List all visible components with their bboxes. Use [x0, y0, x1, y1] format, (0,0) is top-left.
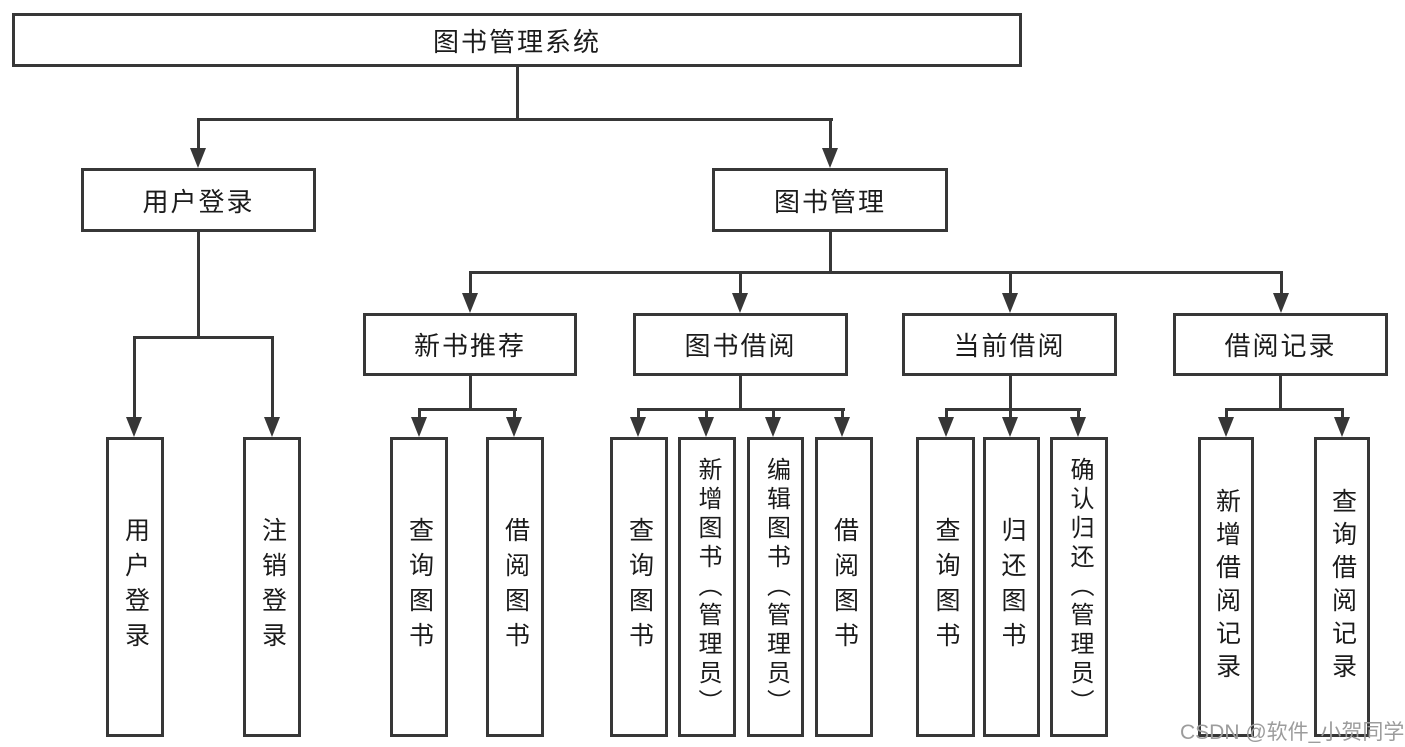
csdn-watermark: CSDN @软件_小贺同学	[1180, 721, 1405, 744]
arrow-down-icon	[822, 148, 838, 168]
arrow-down-icon	[765, 417, 781, 437]
connector-shaft	[1280, 271, 1283, 296]
node-book-management: 图书管理	[712, 168, 948, 232]
connector-shaft	[739, 271, 742, 296]
node-label: 新书推荐	[413, 331, 526, 361]
arrow-down-icon	[630, 417, 646, 437]
leaf-query-borrow-record: 查询借阅记录	[1314, 437, 1370, 737]
connector-shaft	[945, 408, 948, 420]
connector-root-stem	[516, 67, 519, 121]
arrow-down-icon	[732, 293, 748, 313]
leaf-recommend-borrow-books: 借阅图书	[486, 437, 544, 737]
connector-shaft	[197, 118, 200, 150]
arrow-down-icon	[506, 417, 522, 437]
leaf-edit-books-admin: 编辑图书（管理员）	[747, 437, 804, 737]
connector-shaft	[637, 408, 640, 420]
leaf-return-books: 归还图书	[983, 437, 1040, 737]
arrow-down-icon	[264, 417, 280, 437]
node-user-login: 用户登录	[81, 168, 316, 232]
leaf-label: 查询图书	[932, 517, 960, 657]
leaf-label: 借阅图书	[501, 517, 530, 657]
node-new-book-recommendation: 新书推荐	[363, 313, 577, 376]
arrow-down-icon	[1070, 417, 1086, 437]
connector-shaft	[1009, 408, 1012, 420]
leaf-user-login: 用户登录	[106, 437, 164, 737]
connector-shaft	[133, 336, 136, 420]
arrow-down-icon	[1002, 417, 1018, 437]
leaf-label: 查询图书	[625, 517, 654, 657]
connector-rail	[133, 336, 274, 339]
connector-shaft	[1009, 271, 1012, 296]
node-label: 图书借阅	[684, 331, 797, 361]
connector-shaft	[705, 408, 708, 420]
leaf-add-borrow-record: 新增借阅记录	[1198, 437, 1254, 737]
leaf-borrow-query-books: 查询图书	[610, 437, 668, 737]
connector-shaft	[271, 336, 274, 420]
connector-rail	[469, 271, 1283, 274]
node-book-borrowing: 图书借阅	[633, 313, 848, 376]
node-library-management-system: 图书管理系统	[12, 13, 1022, 67]
connector-shaft	[829, 118, 832, 150]
arrow-down-icon	[834, 417, 850, 437]
leaf-label: 编辑图书（管理员）	[762, 456, 790, 718]
connector-shaft	[1077, 408, 1080, 420]
leaf-label: 借阅图书	[830, 517, 859, 657]
leaf-current-query-books: 查询图书	[916, 437, 975, 737]
leaf-logout: 注销登录	[243, 437, 301, 737]
connector-shaft	[513, 408, 516, 420]
arrow-down-icon	[1273, 293, 1289, 313]
leaf-label: 查询图书	[405, 517, 434, 657]
arrow-down-icon	[411, 417, 427, 437]
connector-stem	[1279, 376, 1282, 411]
node-current-borrowing: 当前借阅	[902, 313, 1117, 376]
node-label: 当前借阅	[953, 331, 1066, 361]
arrow-down-icon	[462, 293, 478, 313]
node-label: 图书管理系统	[432, 26, 601, 57]
leaf-confirm-return-admin: 确认归还（管理员）	[1050, 437, 1108, 737]
leaf-label: 新增借阅记录	[1212, 488, 1241, 686]
connector-shaft	[1341, 408, 1344, 420]
node-label: 用户登录	[142, 186, 255, 217]
arrow-down-icon	[126, 417, 142, 437]
node-label: 借阅记录	[1224, 331, 1337, 361]
connector-stem	[739, 376, 742, 411]
connector-rail	[637, 408, 845, 411]
connector-stem	[197, 232, 200, 339]
leaf-borrow-books: 借阅图书	[815, 437, 873, 737]
arrow-down-icon	[1002, 293, 1018, 313]
leaf-label: 查询借阅记录	[1328, 488, 1357, 686]
leaf-recommend-query-books: 查询图书	[390, 437, 448, 737]
connector-root-rail	[197, 118, 833, 121]
connector-stem	[1009, 376, 1012, 411]
connector-stem	[829, 232, 832, 274]
connector-shaft	[418, 408, 421, 420]
connector-stem	[469, 376, 472, 411]
leaf-add-books-admin: 新增图书（管理员）	[678, 437, 736, 737]
node-borrowing-records: 借阅记录	[1173, 313, 1388, 376]
arrow-down-icon	[190, 148, 206, 168]
connector-shaft	[1225, 408, 1228, 420]
connector-shaft	[469, 271, 472, 296]
arrow-down-icon	[698, 417, 714, 437]
connector-shaft	[772, 408, 775, 420]
leaf-label: 新增图书（管理员）	[694, 456, 721, 718]
connector-rail	[1225, 408, 1344, 411]
connector-rail	[945, 408, 1081, 411]
arrow-down-icon	[938, 417, 954, 437]
connector-rail	[418, 408, 517, 411]
arrow-down-icon	[1334, 417, 1350, 437]
leaf-label: 确认归还（管理员）	[1066, 456, 1093, 718]
node-label: 图书管理	[773, 186, 886, 217]
leaf-label: 归还图书	[998, 517, 1026, 657]
leaf-label: 注销登录	[258, 517, 287, 657]
arrow-down-icon	[1218, 417, 1234, 437]
connector-shaft	[841, 408, 844, 420]
leaf-label: 用户登录	[121, 517, 150, 657]
